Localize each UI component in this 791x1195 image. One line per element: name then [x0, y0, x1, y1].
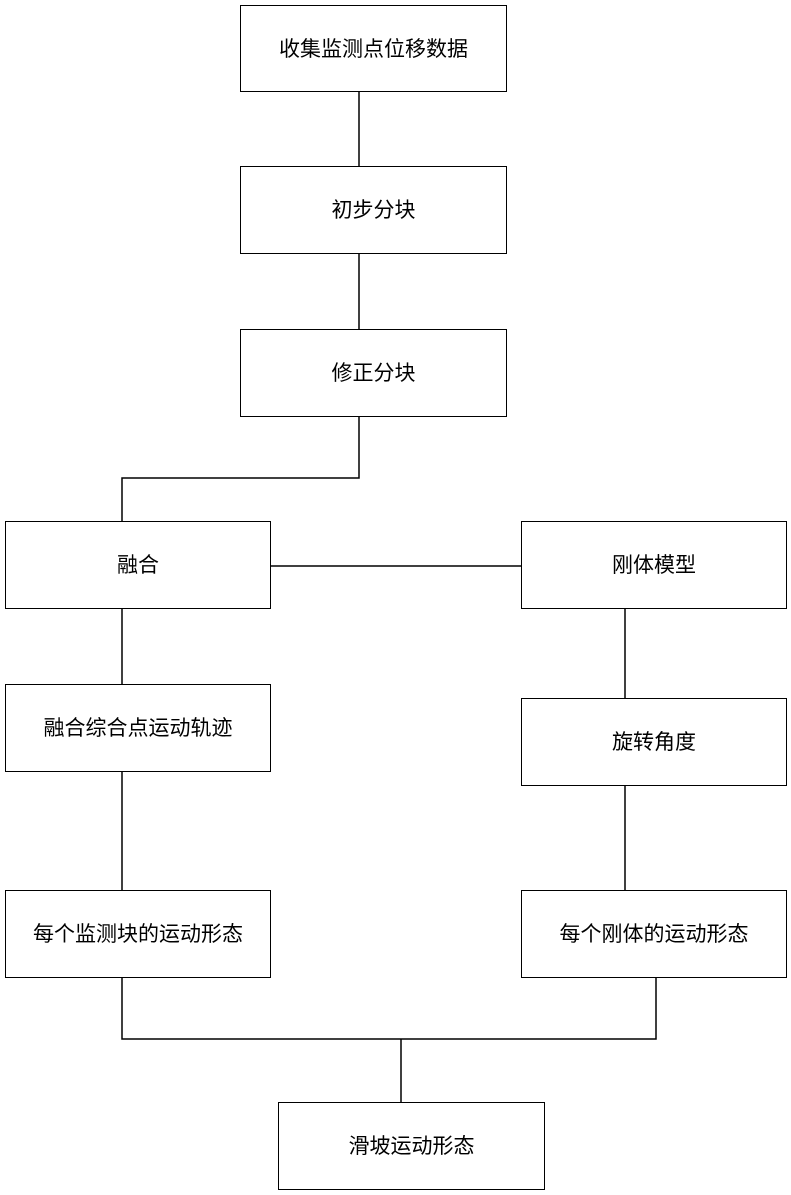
node-fused-point-trajectory: 融合综合点运动轨迹 — [5, 684, 271, 772]
node-collect-label: 收集监测点位移数据 — [279, 34, 468, 64]
node-correct-label: 修正分块 — [332, 358, 416, 388]
node-rotation-label: 旋转角度 — [612, 727, 696, 757]
node-block-motion-form: 每个监测块的运动形态 — [5, 890, 271, 978]
node-rigid-motion-label: 每个刚体的运动形态 — [560, 919, 749, 949]
node-initial-blocking: 初步分块 — [240, 166, 507, 254]
connector-merge — [122, 978, 656, 1039]
node-initial-label: 初步分块 — [332, 195, 416, 225]
node-landslide-motion-form: 滑坡运动形态 — [278, 1102, 545, 1190]
node-slope-label: 滑坡运动形态 — [349, 1131, 475, 1161]
node-rigid-body-model: 刚体模型 — [521, 521, 787, 609]
node-rotation-angle: 旋转角度 — [521, 698, 787, 786]
connector-correct-fusion — [122, 417, 359, 521]
node-rigid-motion-form: 每个刚体的运动形态 — [521, 890, 787, 978]
node-fusion: 融合 — [5, 521, 271, 609]
node-corrected-blocking: 修正分块 — [240, 329, 507, 417]
node-collect-displacement-data: 收集监测点位移数据 — [240, 5, 507, 92]
node-rigid-label: 刚体模型 — [612, 550, 696, 580]
node-fusion-label: 融合 — [117, 550, 159, 580]
node-trajectory-label: 融合综合点运动轨迹 — [44, 713, 233, 743]
node-block-motion-label: 每个监测块的运动形态 — [33, 919, 243, 949]
